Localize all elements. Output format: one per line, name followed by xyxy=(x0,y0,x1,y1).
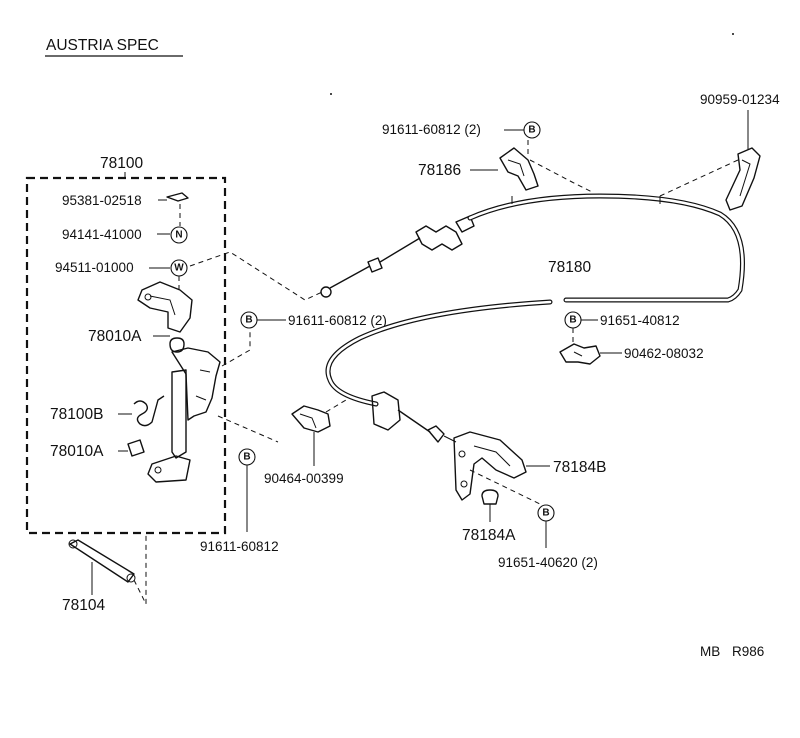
dash-90959 xyxy=(659,159,739,197)
label-78100: 78100 xyxy=(100,155,143,172)
bolt-badge-icon: B xyxy=(537,504,555,522)
rod-end-left xyxy=(68,539,78,549)
cable-end-eye-icon xyxy=(320,286,332,298)
rod-78104-icon xyxy=(69,539,135,583)
cable-end-rod xyxy=(329,265,371,289)
cable-end-nut xyxy=(367,257,383,273)
cable-lower-nut xyxy=(427,425,445,443)
label-78010A-top: 78010A xyxy=(88,328,142,345)
label-91611-60812-mid: 91611-60812 (2) xyxy=(288,313,387,328)
label-91651-40812: 91651-40812 xyxy=(600,313,680,328)
scan-speck xyxy=(732,33,734,35)
dash-lever-to-badge-top xyxy=(221,322,251,367)
svg-text:B: B xyxy=(569,315,576,326)
lever-bracket-detail xyxy=(149,295,176,316)
bracket-78184B-detail xyxy=(473,445,511,467)
diagram-title: AUSTRIA SPEC xyxy=(46,37,159,54)
svg-text:B: B xyxy=(245,315,252,326)
cable-lower-rod xyxy=(397,409,431,433)
label-78100B: 78100B xyxy=(50,406,103,423)
clip-90462-icon xyxy=(559,343,601,365)
cable-inner-rod xyxy=(379,237,421,263)
lever-bracket-hole xyxy=(144,293,152,301)
svg-text:N: N xyxy=(175,230,182,241)
svg-text:W: W xyxy=(174,263,184,274)
cable-marks xyxy=(511,196,661,204)
clip-90464-detail xyxy=(299,413,317,429)
cable-collar xyxy=(455,215,475,233)
cable-adjuster-icon xyxy=(415,225,463,251)
bracket-78184B-hole-2 xyxy=(460,480,468,488)
bushing-78010A-bottom-icon xyxy=(127,439,145,457)
bracket-78184B-hole-1 xyxy=(458,450,466,458)
dash-rod xyxy=(133,532,147,605)
svg-text:B: B xyxy=(542,508,549,519)
label-94511-01000: 94511-01000 xyxy=(55,260,134,275)
cable-78180 xyxy=(325,193,745,407)
label-90462-08032: 90462-08032 xyxy=(624,346,704,361)
label-78104: 78104 xyxy=(62,597,105,614)
label-78180: 78180 xyxy=(548,259,591,276)
svg-text:B: B xyxy=(528,125,535,136)
label-91651-40620: 91651-40620 (2) xyxy=(498,555,598,570)
footer-code-left: MB xyxy=(700,644,720,659)
shift-lever-body-icon xyxy=(171,347,221,421)
dash-90464 xyxy=(325,399,347,413)
grommet-78184A-icon xyxy=(481,489,499,505)
cable-lower-end-icon xyxy=(371,391,401,431)
lever-bracket-icon xyxy=(137,281,193,333)
bracket-90959-icon xyxy=(725,147,761,211)
label-78184A: 78184A xyxy=(462,527,516,544)
label-78186: 78186 xyxy=(418,162,461,179)
dash-lever-to-badge xyxy=(217,415,279,443)
label-94141-41000: 94141-41000 xyxy=(62,227,142,242)
bolt-badge-icon: B xyxy=(523,121,541,139)
clip-78186-detail xyxy=(507,159,525,177)
label-90464-00399: 90464-00399 xyxy=(264,471,344,486)
lever-base-hole xyxy=(154,466,162,474)
clip-90464-icon xyxy=(291,405,331,433)
label-90959-01234: 90959-01234 xyxy=(700,92,780,107)
bracket-78184B-icon xyxy=(453,431,527,501)
washer-badge-icon: W xyxy=(170,259,188,277)
dash-78186 xyxy=(527,140,593,193)
label-91611-60812-low: 91611-60812 xyxy=(200,539,279,554)
dash-to-cable-end xyxy=(189,251,323,301)
clip-90462-detail xyxy=(573,351,583,357)
bolt-badge-icon: B xyxy=(564,311,582,329)
clip-95381-icon xyxy=(166,192,189,202)
shift-lever-shaft-icon xyxy=(171,369,187,459)
svg-text:B: B xyxy=(243,452,250,463)
clip-78186-icon xyxy=(499,147,539,191)
dash-78184B xyxy=(469,469,541,505)
rod-end-right xyxy=(126,573,136,583)
bracket-90959-detail xyxy=(739,159,751,197)
scan-speck xyxy=(330,93,332,95)
label-78010A-bottom: 78010A xyxy=(50,443,104,460)
spring-78100B-icon xyxy=(133,395,165,427)
label-91611-60812-top: 91611-60812 (2) xyxy=(382,122,481,137)
bolt-badge-icon: B xyxy=(238,448,256,466)
footer-code-right: R986 xyxy=(732,644,764,659)
label-78184B: 78184B xyxy=(553,459,606,476)
shift-lever-base-icon xyxy=(147,455,191,483)
assembly-78100-box xyxy=(25,176,227,535)
nut-badge-icon: N xyxy=(170,226,188,244)
lever-body-detail xyxy=(195,369,211,401)
label-95381-02518: 95381-02518 xyxy=(62,193,142,208)
bolt-badge-icon: B xyxy=(240,311,258,329)
